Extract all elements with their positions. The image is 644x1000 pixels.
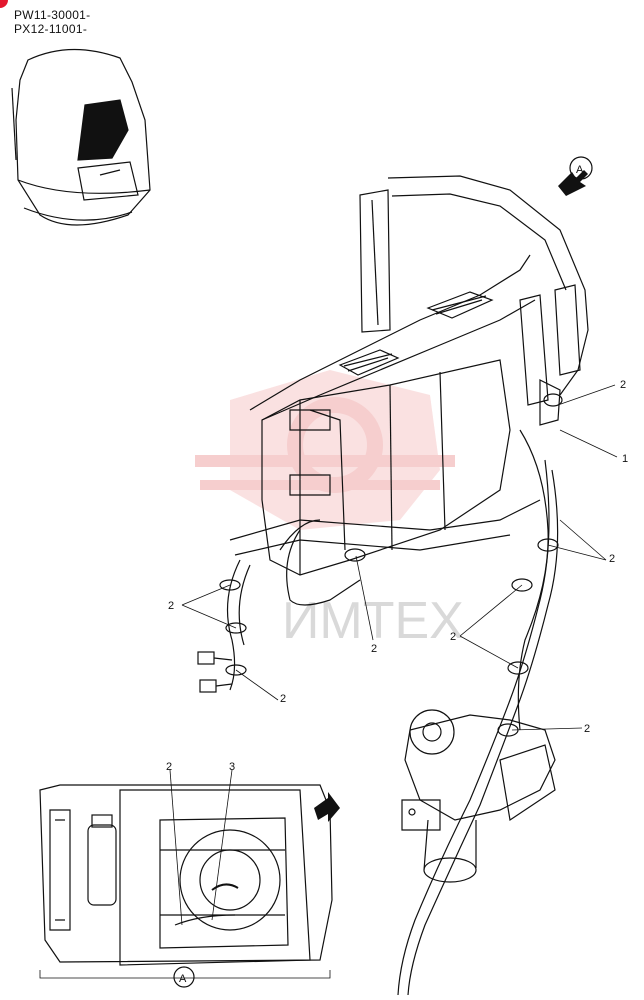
callout-2-inset: 2 xyxy=(166,761,172,773)
callout-2-center: 2 xyxy=(450,631,456,643)
hose-clamps xyxy=(219,393,563,737)
view-direction-arrow xyxy=(314,792,340,822)
callout-2-box: 2 xyxy=(371,643,377,655)
leader-lines xyxy=(169,384,618,926)
view-circle-a-bottom xyxy=(173,966,195,988)
callout-1: 1 xyxy=(622,453,628,465)
compressor xyxy=(401,709,556,883)
view-label-a-bottom: A xyxy=(179,973,187,985)
callout-2-upper-right: 2 xyxy=(620,379,626,391)
callout-2-right: 2 xyxy=(609,553,615,565)
callout-3-inset: 3 xyxy=(229,761,235,773)
harness-connectors xyxy=(197,651,233,693)
watermark-text: ИМТЕХ xyxy=(282,592,464,650)
machine-location-thumbnail xyxy=(11,48,151,226)
watermark-logo xyxy=(195,370,455,530)
corner-marker xyxy=(0,0,8,8)
callout-2-left: 2 xyxy=(168,600,174,612)
view-label-a: A xyxy=(576,164,584,176)
detail-view-a xyxy=(39,784,333,979)
callout-2-compressor: 2 xyxy=(584,723,590,735)
air-conditioner-unit xyxy=(229,175,589,576)
refrigerant-hoses xyxy=(226,429,559,996)
serial-range-1: PW11-30001- xyxy=(14,8,91,22)
view-arrow-a xyxy=(558,156,593,196)
serial-range-2: PX12-11001- xyxy=(14,22,88,36)
callout-2-connector: 2 xyxy=(280,693,286,705)
